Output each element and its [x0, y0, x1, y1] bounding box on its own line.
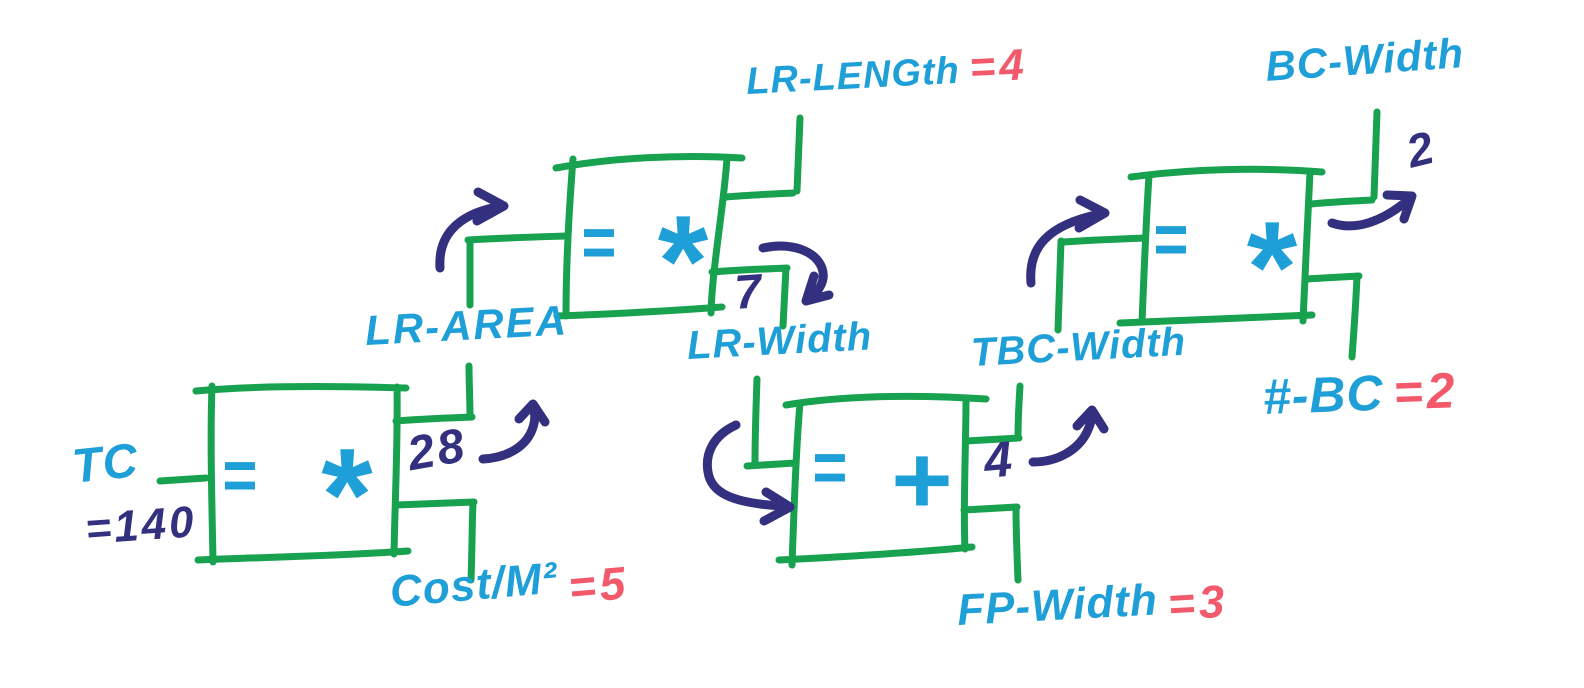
propagated-value-28: 28	[403, 418, 472, 482]
tbc-width-connector-line	[962, 234, 1148, 445]
arrow-2-propagate	[1327, 190, 1417, 231]
arrow-into-lr-width-box	[702, 420, 795, 526]
num-bc-connector-line	[1302, 272, 1363, 361]
arrow-28-propagate	[478, 399, 550, 464]
lr-width-box-equals-sign: =	[812, 427, 848, 509]
tbc-width-box-outline	[1116, 165, 1326, 327]
label-cost-per-m2-value: =5	[566, 556, 632, 614]
lr-area-connector-line	[392, 232, 570, 425]
bc-width-connector-line	[1307, 108, 1381, 208]
arrow-7-propagate	[758, 241, 834, 306]
label-num-bc-name: #-BC	[1261, 364, 1385, 425]
lr-area-box-outline	[552, 152, 746, 320]
label-tbc-width: TBC-Width	[969, 319, 1188, 375]
tbc-width-box-multiply-sign: *	[1246, 193, 1298, 340]
arrow-into-tbc-width-box	[1026, 195, 1110, 288]
tc-connector-line	[156, 474, 210, 485]
lr-width-connector-line	[708, 264, 799, 470]
label-lr-width: LR-Width	[685, 314, 874, 368]
label-fp-width-value: =3	[1166, 574, 1230, 630]
label-tc-value: =140	[83, 497, 199, 554]
lr-width-box-plus-sign: +	[891, 425, 953, 534]
label-lr-area: LR-AREA	[363, 296, 570, 354]
fp-width-connector-line	[960, 503, 1022, 584]
lr-length-connector-line	[722, 114, 804, 201]
tc-box-multiply-sign: *	[321, 421, 373, 569]
label-lr-length-value: =4	[968, 40, 1029, 93]
arrow-into-lr-area-box	[435, 187, 509, 273]
tbc-width-box-equals-sign: =	[1153, 199, 1189, 281]
label-tc: TC	[69, 434, 141, 494]
tc-box-equals-sign: =	[222, 435, 258, 517]
tc-box-outline	[192, 382, 412, 566]
cost-connector-line	[392, 498, 478, 584]
lr-area-box-multiply-sign: *	[657, 187, 709, 334]
propagated-value-7: 7	[732, 265, 765, 320]
label-fp-width-name: FP-Width	[956, 575, 1159, 635]
lr-area-box-equals-sign: =	[581, 202, 617, 284]
propagated-value-4: 4	[981, 430, 1016, 489]
arrow-4-propagate	[1028, 405, 1109, 467]
lr-width-box-outline	[775, 392, 990, 569]
label-num-bc: #-BC=2	[1261, 362, 1460, 425]
label-num-bc-value: =2	[1392, 362, 1460, 421]
